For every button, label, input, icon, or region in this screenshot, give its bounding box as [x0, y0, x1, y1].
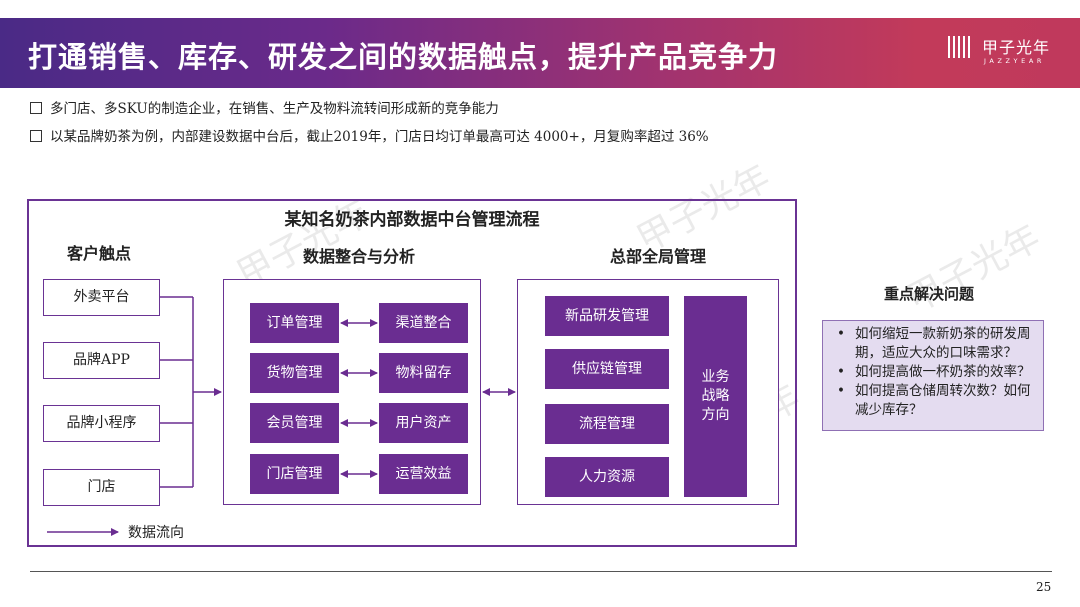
problem-item: 如何提高做一杯奶茶的效率？ [833, 363, 1037, 382]
bullet-item: 以某品牌奶茶为例，内部建设数据中台后，截止2019年，门店日均订单最高可达 40… [30, 128, 709, 156]
bullet-item: 多门店、多SKU的制造企业，在销售、生产及物料流转间形成新的竞争能力 [30, 100, 709, 128]
hq-item: 供应链管理 [545, 349, 669, 389]
hq-item: 流程管理 [545, 404, 669, 444]
strategy-line: 战略 [701, 388, 730, 404]
integration-item: 货物管理 [250, 353, 339, 393]
integration-item: 用户资产 [379, 403, 468, 443]
touchpoints-heading: 客户触点 [67, 244, 132, 263]
legend-label: 数据流向 [128, 525, 184, 541]
panel-title: 重点解决问题 [884, 285, 975, 303]
integration-item: 订单管理 [250, 303, 339, 343]
problems-panel: 如何缩短一款新奶茶的研发周期，适应大众的口味需求？ 如何提高做一杯奶茶的效率？ … [822, 320, 1044, 431]
diagram-frame [27, 199, 797, 547]
touchpoint-item: 品牌小程序 [43, 405, 160, 442]
page-title: 打通销售、库存、研发之间的数据触点，提升产品竞争力 [28, 40, 779, 74]
logo-sub: JAZZYEAR [984, 57, 1045, 65]
footer-divider [30, 571, 1052, 572]
integration-item: 门店管理 [250, 454, 339, 494]
title-banner: 打通销售、库存、研发之间的数据触点，提升产品竞争力 甲子光年 JAZZYEAR [0, 18, 1080, 88]
problem-item: 如何提高仓储周转次数？如何减少库存？ [833, 382, 1037, 420]
strategy-box: 业务 战略 方向 [684, 296, 747, 497]
problem-item: 如何缩短一款新奶茶的研发周期，适应大众的口味需求？ [833, 325, 1037, 363]
diagram-title: 某知名奶茶内部数据中台管理流程 [284, 210, 540, 230]
checkbox-icon [30, 102, 42, 114]
hq-item: 新品研发管理 [545, 296, 669, 336]
logo-name: 甲子光年 [982, 38, 1051, 57]
integration-item: 会员管理 [250, 403, 339, 443]
hq-heading: 总部全局管理 [610, 247, 707, 266]
strategy-line: 业务 [701, 369, 730, 385]
page-number: 25 [1036, 580, 1052, 594]
hq-item: 人力资源 [545, 457, 669, 497]
checkbox-icon [30, 130, 42, 142]
logo-bars-icon [948, 36, 973, 62]
strategy-line: 方向 [701, 407, 730, 423]
integration-item: 渠道整合 [379, 303, 468, 343]
touchpoint-item: 门店 [43, 469, 160, 506]
integration-item: 物料留存 [379, 353, 468, 393]
integration-item: 运营效益 [379, 454, 468, 494]
bullet-list: 多门店、多SKU的制造企业，在销售、生产及物料流转间形成新的竞争能力 以某品牌奶… [30, 100, 709, 156]
integration-heading: 数据整合与分析 [303, 247, 416, 266]
touchpoint-item: 品牌APP [43, 342, 160, 379]
touchpoint-item: 外卖平台 [43, 279, 160, 316]
jazzyear-logo: 甲子光年 JAZZYEAR [948, 32, 1074, 80]
